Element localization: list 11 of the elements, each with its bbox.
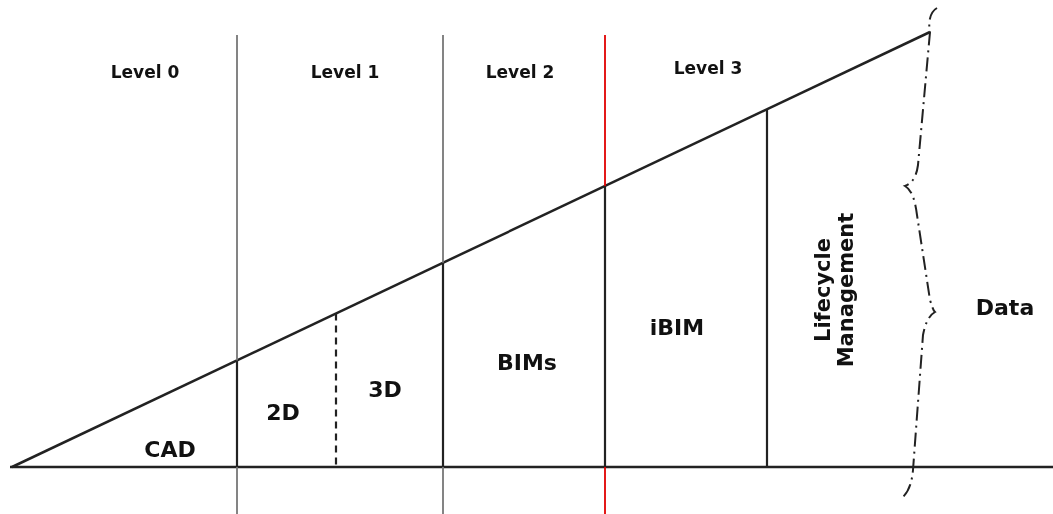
- level-label: Level 1: [310, 62, 380, 82]
- stage-label: 3D: [368, 377, 402, 403]
- stage-label: iBIM: [649, 315, 705, 341]
- stage-label: Lifecycle Management: [811, 211, 859, 370]
- level-label: Level 0: [110, 62, 180, 82]
- level-label: Level 2: [485, 62, 555, 82]
- stage-label: BIMs: [497, 350, 557, 376]
- level-label: Level 3: [673, 58, 743, 78]
- stage-label: CAD: [144, 437, 196, 463]
- brace-label: Data: [975, 295, 1035, 321]
- stage-label: 2D: [266, 400, 300, 426]
